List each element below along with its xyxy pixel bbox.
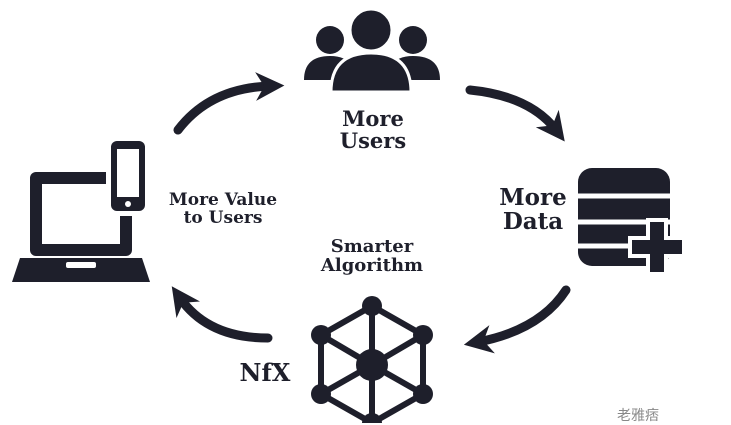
network-hexagon-icon — [311, 296, 433, 423]
user-group-icon — [304, 7, 440, 94]
value-label-line1: More Value — [168, 190, 278, 210]
more-value-label: More Value to Users — [148, 190, 298, 228]
arrow-users-to-data — [465, 85, 565, 142]
data-label-line1: More — [499, 184, 567, 211]
data-label-line2: Data — [502, 208, 564, 236]
value-label-line2: to Users — [183, 207, 263, 228]
more-users-label: More Users — [318, 106, 428, 154]
laptop-phone-icon — [12, 136, 150, 282]
users-label-line2: Users — [339, 128, 407, 154]
users-label-line1: More — [342, 106, 404, 131]
watermark: 老雅痞 — [617, 408, 659, 424]
arrow-algorithm-to-value — [171, 286, 273, 343]
nfx-logo: NfX — [239, 358, 291, 387]
arrow-value-to-users — [173, 72, 285, 135]
algorithm-label-line2: Algorithm — [320, 254, 424, 276]
arrow-data-to-algorithm — [463, 285, 571, 354]
more-data-label: More Data — [478, 184, 588, 236]
database-plus-icon — [578, 168, 686, 276]
algorithm-label-line1: Smarter — [330, 236, 414, 257]
smarter-algorithm-label: Smarter Algorithm — [302, 236, 442, 276]
